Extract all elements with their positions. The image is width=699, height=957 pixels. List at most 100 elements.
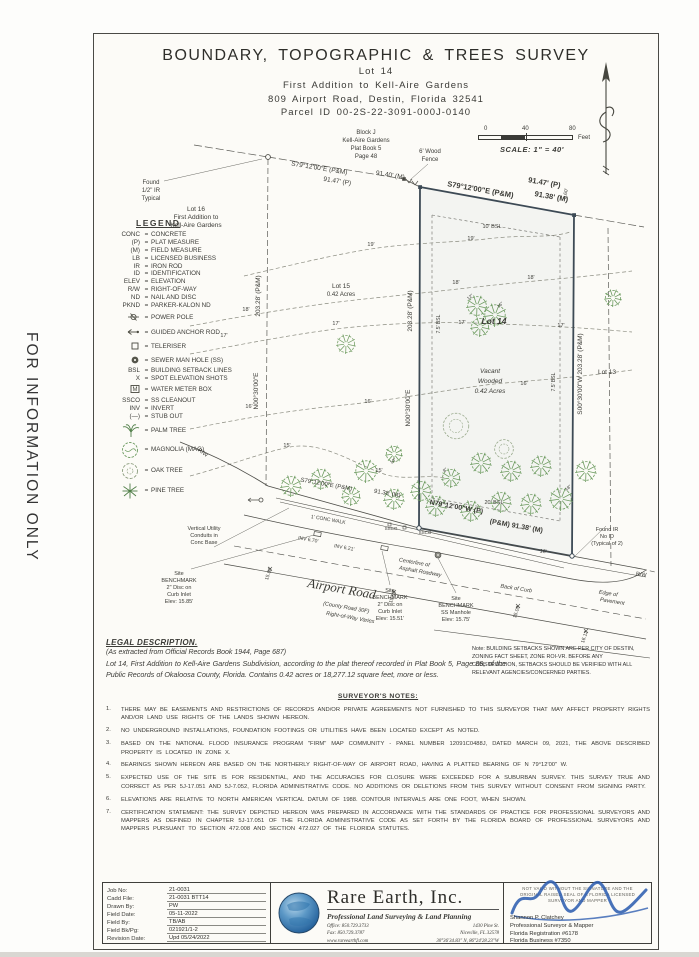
job-info-row: Field Date:05-11-2022: [107, 910, 266, 918]
tree-symbol: [470, 452, 492, 475]
survey-subdivision: First Addition to Kell-Aire Gardens: [282, 79, 470, 91]
map-label: Conduits in: [190, 533, 218, 539]
company-address: 1430 Pine St. Niceville, FL 32578 30°36'…: [436, 923, 499, 945]
map-label: Back of Curb: [500, 584, 532, 595]
map-label: Block J: [356, 130, 375, 136]
map-label: 1/2" IR: [142, 188, 161, 194]
map-label: 10": [389, 457, 398, 465]
legend-desc: RIGHT-OF-WAY: [151, 286, 197, 294]
legend-desc: SEWER MAN HOLE (SS): [151, 356, 224, 364]
map-label: (Typical of 2): [591, 541, 623, 547]
surveyor-note: 7.CERTIFICATION STATEMENT: THE SURVEY DE…: [106, 808, 650, 833]
map-label: Found IR: [596, 527, 619, 533]
teleriser-icon: [104, 341, 142, 353]
map-label: 18": [564, 484, 573, 492]
survey-title: BOUNDARY, TOPOGRAPHIC & TREES SURVEY: [162, 47, 590, 64]
tree-symbol: [410, 480, 432, 503]
scale-unit: Feet: [578, 135, 591, 141]
map-label: Kell-Aire Gardens: [170, 222, 222, 229]
tree-symbol: [520, 493, 542, 516]
job-info-value: 021921/1-2: [167, 927, 266, 934]
job-info-value: Upd 05/24/2022: [167, 935, 266, 942]
legend-desc: CONCRETE: [151, 231, 187, 238]
legend-item: ELEV=ELEVATION: [104, 279, 256, 286]
legend-abbr: INV: [129, 405, 141, 413]
map-label: Curb Inlet: [167, 592, 191, 598]
map-label: N00°30'00"E: [252, 372, 260, 410]
map-label: S00°30'00"W 203.28' (P&M): [576, 333, 584, 414]
notes-list: 1.THERE MAY BE EASEMENTS AND RESTRICTION…: [106, 706, 650, 834]
tree-symbol: [441, 468, 461, 489]
surveyor-note: 6.ELEVATIONS ARE RELATIVE TO NORTH AMERI…: [106, 795, 527, 803]
map-label: Found: [142, 180, 159, 186]
legend-item: (—)=STUB OUT: [104, 413, 256, 420]
map-label: 18': [452, 280, 459, 286]
map-label: Vertical Utility: [187, 526, 220, 532]
map-label: No ID: [600, 534, 614, 540]
map-label: Edge of: [598, 590, 618, 599]
map-label: Site: [385, 588, 394, 594]
map-label: 17': [458, 320, 465, 326]
map-label: BENCHMARK: [161, 578, 196, 584]
legend-abbr: SSCO: [122, 397, 140, 405]
map-label: Vacant: [480, 368, 501, 375]
legend-desc: INVERT: [151, 405, 174, 413]
manhole-icon: [104, 355, 142, 367]
svg-text:M: M: [133, 387, 138, 393]
photo-edge: [0, 952, 699, 957]
surveyor-note: 2.NO UNDERGROUND INSTALLATIONS, FOUNDATI…: [106, 727, 480, 735]
map-label: 10' BSL: [482, 224, 501, 230]
job-info-row: Field Bk/Pg:021921/1-2: [107, 926, 266, 934]
tree-symbol: [383, 488, 405, 511]
surveyor-note: 3.BASED ON THE NATIONAL FLOOD INSURANCE …: [106, 740, 650, 756]
map-label: Airport Road: [306, 575, 378, 602]
legend-abbr: CONC: [121, 231, 140, 238]
tree-symbol: [336, 334, 356, 355]
legend-item: =TELERISER: [104, 341, 256, 353]
legend-item: M=WATER METER BOX: [104, 384, 256, 396]
building-setback-lines: [431, 214, 561, 522]
lot14-parcel-fill: [419, 187, 574, 556]
title-block: BOUNDARY, TOPOGRAPHIC & TREES SURVEY Lot…: [94, 47, 658, 120]
map-label: 7.5' BSL: [436, 314, 442, 333]
scale-bar: 0 40 80 Feet SCALE: 1" = 40': [478, 126, 613, 154]
map-label: 91.40' (M): [375, 170, 405, 181]
company-block: Rare Earth, Inc. Professional Land Surve…: [271, 883, 503, 944]
map-label: 6' Wood: [419, 149, 441, 155]
scale-forty: 40: [522, 126, 529, 132]
contour-lines: [189, 231, 633, 479]
legend-item: =SEWER MAN HOLE (SS): [104, 355, 256, 367]
legend-item: =OAK TREE: [104, 462, 256, 480]
map-label: INV 6.70': [298, 535, 319, 544]
surveyor-signature: [510, 880, 649, 921]
map-label: INV 6.21': [334, 543, 355, 552]
map-label: Lot 16: [187, 206, 205, 213]
map-label: 16': [520, 381, 527, 387]
legal-body: Lot 14, First Addition to Kell-Aire Gard…: [106, 659, 506, 679]
globe-logo-icon: [278, 892, 320, 934]
legend-item: =PINE TREE: [104, 482, 256, 500]
map-label: Typical: [142, 196, 161, 202]
job-info-value: 21-0031: [167, 887, 266, 894]
signer-registration: Florida Registration #6178: [510, 930, 578, 937]
tree-symbol: [604, 289, 622, 308]
map-label: Elev: 15.75': [442, 617, 471, 623]
legend-item: ID=IDENTIFICATION: [104, 271, 256, 278]
map-label: 203.28' (P&M): [407, 290, 414, 331]
map-label: 16': [364, 399, 371, 405]
legend-item: PKND=PARKER-KALON ND: [104, 302, 256, 309]
tree-symbol: [354, 459, 378, 484]
legend-abbr: (M): [130, 246, 140, 254]
map-label: 91.47' (P): [323, 176, 352, 187]
map-label: Centerline of: [398, 557, 430, 568]
legend-item: ND=NAIL AND DISC: [104, 294, 256, 302]
legend-desc: FIELD MEASURE: [151, 246, 202, 254]
tree-symbol: [490, 491, 512, 514]
for-information-only-watermark: FOR INFORMATION ONLY: [23, 332, 40, 562]
tree-symbol: [280, 475, 302, 498]
map-label: 17': [332, 321, 339, 327]
legend-desc: NAIL AND DISC: [151, 294, 197, 302]
